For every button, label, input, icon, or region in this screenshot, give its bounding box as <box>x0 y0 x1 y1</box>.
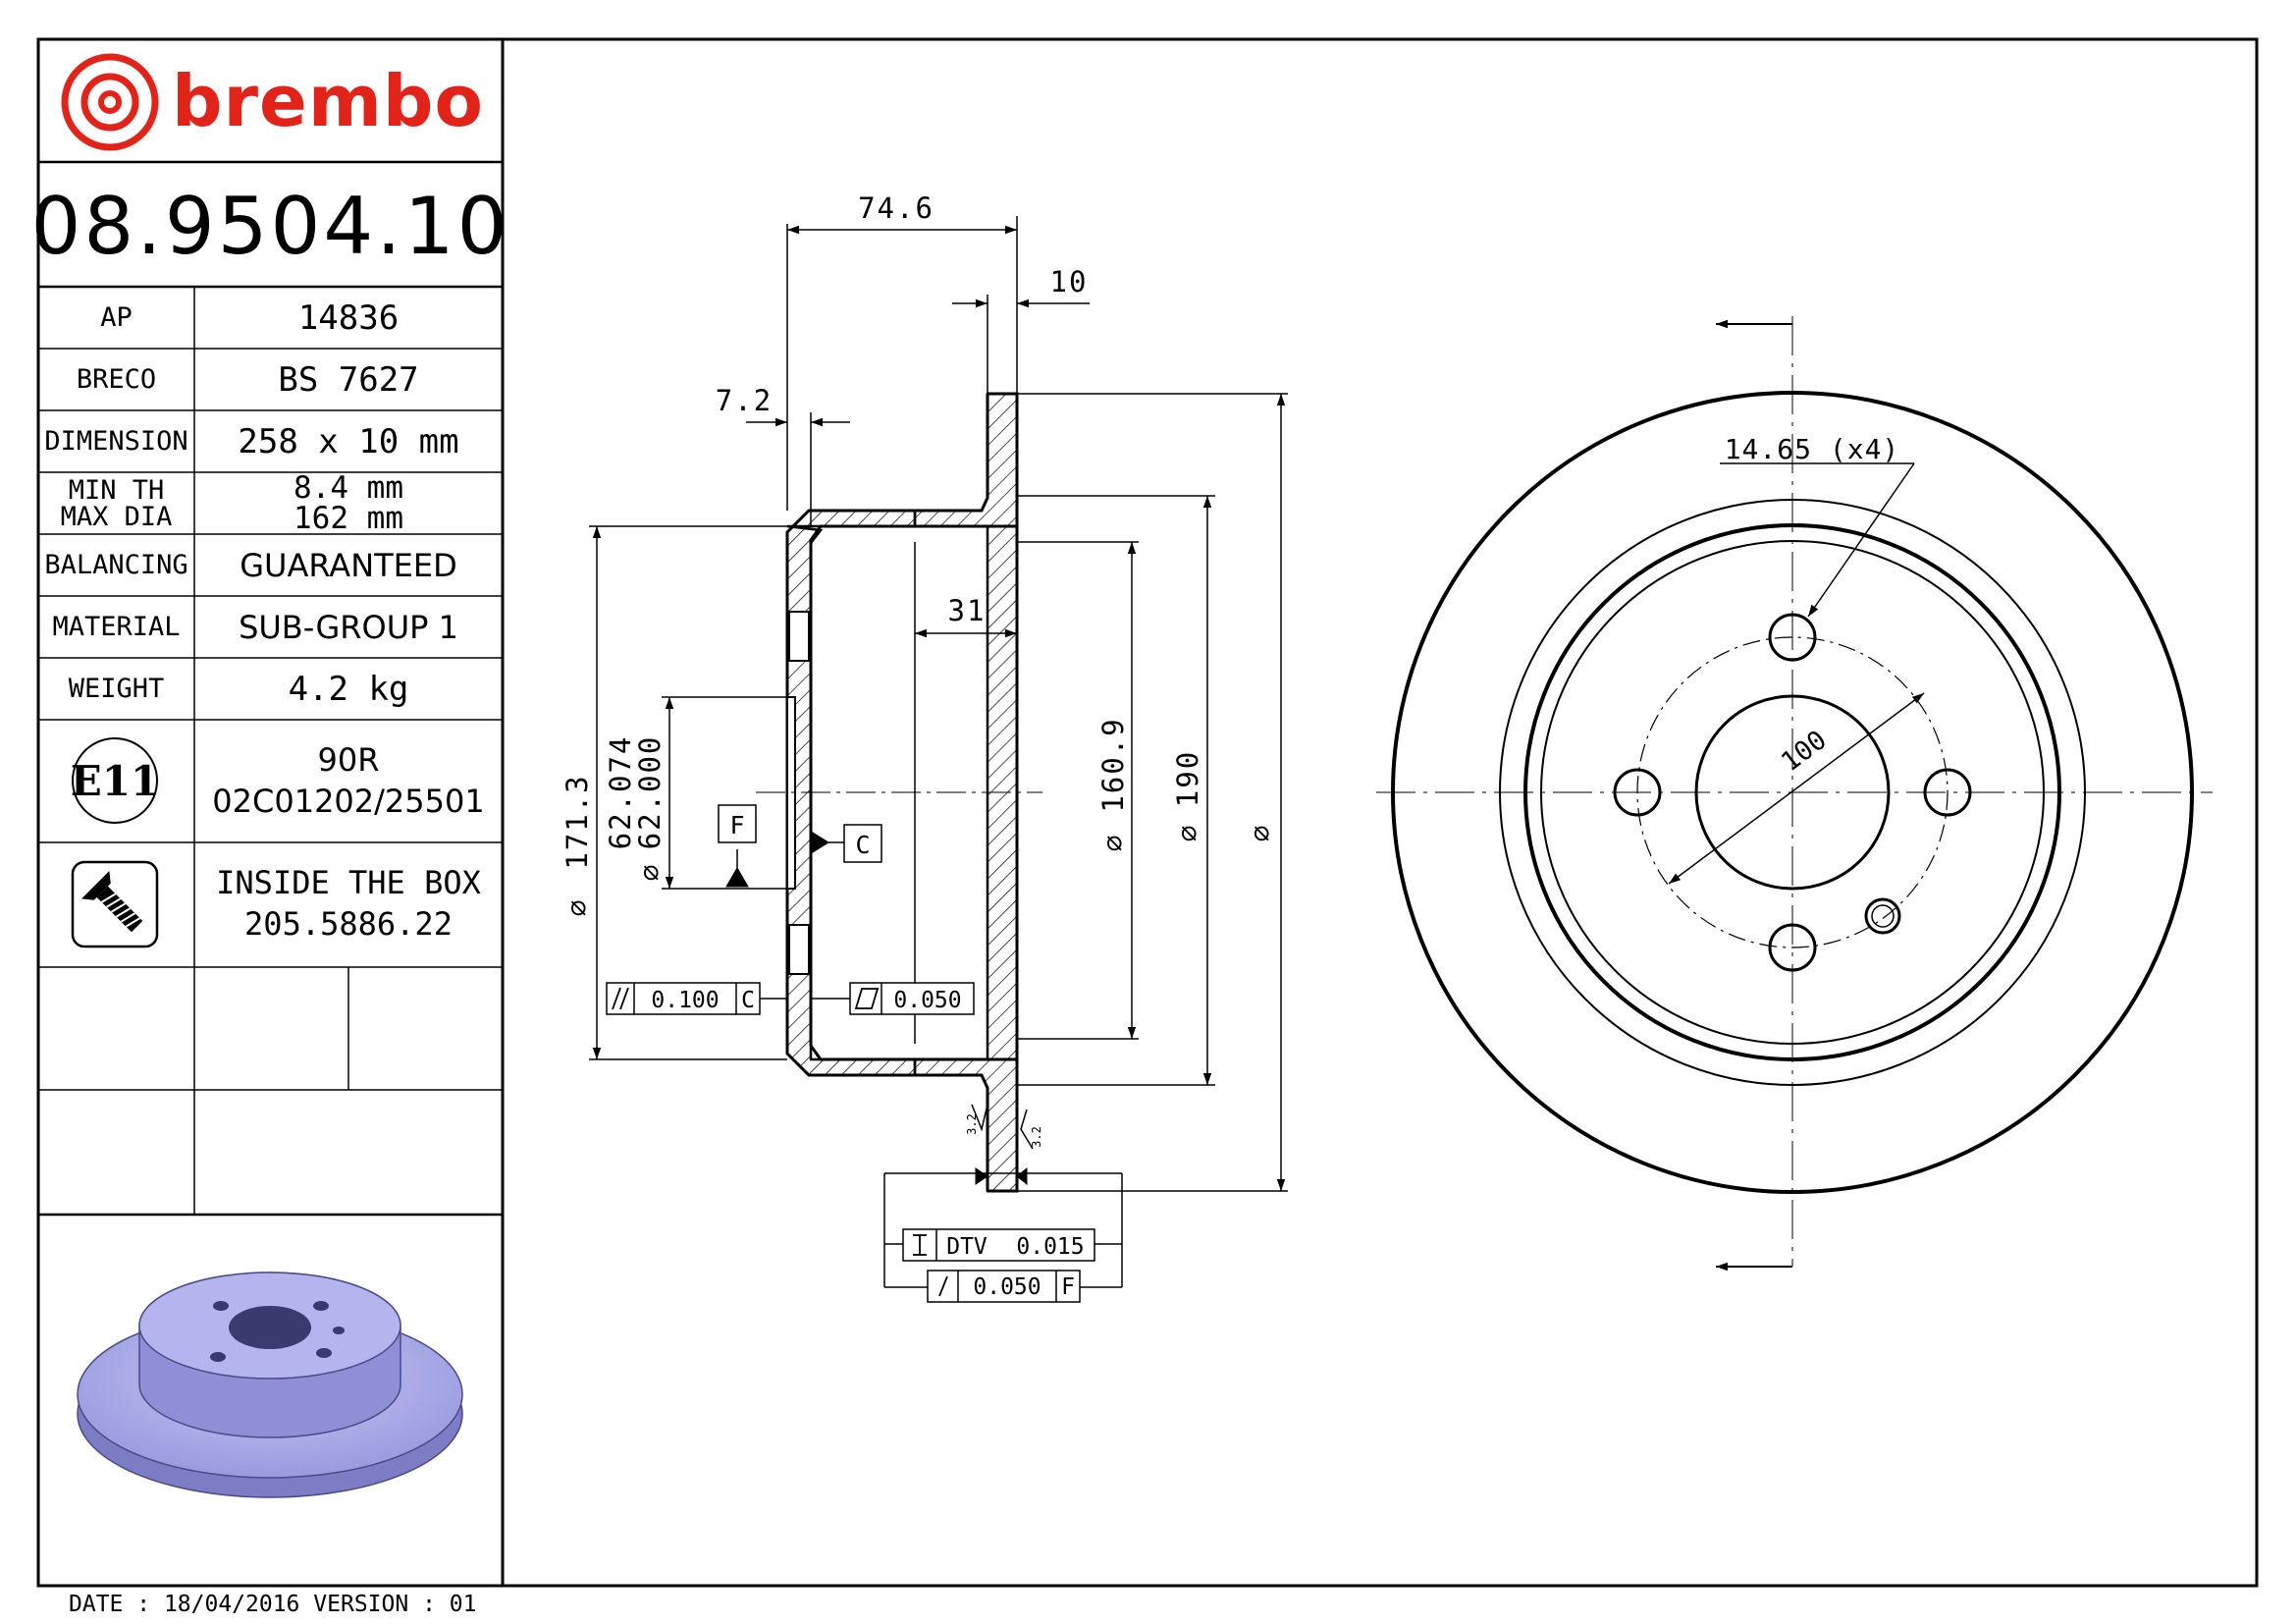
dim-center-bore-2: 62.000 <box>633 735 667 850</box>
dia-symbol-258: ⌀ <box>1245 826 1277 842</box>
datum-markers <box>725 832 1028 1186</box>
dtv-value: 0.015 <box>1016 1234 1084 1260</box>
tolerance-flatness: 0.050 <box>811 982 975 1015</box>
dia-symbol-62: ⌀ <box>634 865 667 882</box>
spec-label-min-th: MIN TH <box>68 474 165 506</box>
homologation-number: 02C01202/25501 <box>212 783 485 820</box>
tolerance-parallelism: 0.100 C <box>606 982 787 1015</box>
dim-dia-171: 171.3 <box>561 774 594 869</box>
spec-label-dimension: DIMENSION <box>44 426 188 457</box>
dim-disc-thickness: 10 <box>1050 265 1089 298</box>
tolerance-runout: 0.050 F <box>927 1270 1081 1303</box>
datum-f-box: F <box>718 804 757 843</box>
spec-label-weight: WEIGHT <box>68 674 165 704</box>
screw-icon <box>71 860 159 948</box>
spec-value-ap: 14836 <box>297 298 400 338</box>
tolerance-dtv: DTV 0.015 <box>902 1228 1095 1262</box>
drawing-labels: 74.6 10 7.2 31 ⌀ 171.3 62.074 ⌀ 62.000 ⌀… <box>561 191 1900 1148</box>
spec-value-breco: BS 7627 <box>278 359 419 400</box>
footer: DATE : 18/04/2016 VERSION : 01 <box>69 1592 477 1617</box>
roughness-right: 3.2 <box>1030 1126 1043 1148</box>
spec-label-max-dia: MAX DIA <box>60 501 173 532</box>
spec-value-max-dia: 162 mm <box>294 500 403 536</box>
dtv-label: DTV <box>946 1234 988 1260</box>
runout-value: 0.050 <box>973 1274 1041 1300</box>
spec-label-balancing: BALANCING <box>44 550 188 580</box>
spec-value-dimension: 258 x 10 mm <box>238 421 459 461</box>
screws-inside-box: INSIDE THE BOX <box>216 864 481 902</box>
homologation-code: 90R <box>317 741 380 780</box>
spec-value-weight: 4.2 kg <box>288 669 409 709</box>
locator-hole <box>1864 897 1901 935</box>
svg-text:F: F <box>729 811 744 839</box>
disc-section-view <box>756 392 1042 1193</box>
spec-value-material: SUB-GROUP 1 <box>239 608 458 646</box>
footer-date-label: DATE <box>69 1592 124 1617</box>
dia-symbol-190: ⌀ <box>1172 826 1204 842</box>
spec-value-min-th: 8.4 mm <box>294 469 403 506</box>
dim-hat-wall: 7.2 <box>716 384 773 417</box>
side-dimensions <box>589 216 1288 1288</box>
dim-inner-depth: 31 <box>948 594 987 627</box>
disc-front-view <box>1376 316 2213 1272</box>
disc-3d-thumbnail <box>77 1272 463 1498</box>
screws-part-number: 205.5886.22 <box>244 905 453 943</box>
brand-name: brembo <box>172 60 484 142</box>
footer-version-label: VERSION <box>313 1592 409 1617</box>
homologation-mark: E11 <box>70 756 160 805</box>
spec-label-ap: AP <box>100 302 133 333</box>
spec-value-min-max: 8.4 mm 162 mm <box>194 472 503 534</box>
brembo-logo-mark <box>61 53 159 151</box>
part-number: 08.9504.10 <box>30 180 510 272</box>
dia-symbol-171: ⌀ <box>561 900 594 917</box>
dim-bolt-hole: 14.65 (x4) <box>1725 433 1900 465</box>
dia-symbol-160: ⌀ <box>1097 836 1130 852</box>
footer-version: 01 <box>449 1592 477 1617</box>
roughness-left: 3.2 <box>965 1113 979 1135</box>
svg-text:C: C <box>855 831 870 859</box>
screws-info: INSIDE THE BOX 205.5886.22 <box>194 849 503 959</box>
dim-dia-190: 190 <box>1171 750 1204 807</box>
dim-pcd: 100 <box>1776 725 1833 778</box>
spec-label-material: MATERIAL <box>52 612 181 642</box>
dim-dia-160: 160.9 <box>1096 717 1130 812</box>
parallel-datum: C <box>741 988 755 1013</box>
parallel-value: 0.100 <box>651 988 719 1013</box>
spec-label-breco: BRECO <box>76 364 157 395</box>
dim-overall-height: 74.6 <box>858 191 934 225</box>
frame <box>36 37 2259 1588</box>
datum-c-box: C <box>843 824 882 863</box>
homologation-value: 90R 02C01202/25501 <box>194 727 503 837</box>
footer-date: 18/04/2016 <box>163 1592 300 1617</box>
spec-label-min-max: MIN TH MAX DIA <box>38 472 194 534</box>
spec-value-balancing: GUARANTEED <box>240 546 457 584</box>
dim-center-bore-1: 62.074 <box>604 735 637 850</box>
e11-circle <box>72 737 158 824</box>
flatness-value: 0.050 <box>893 988 961 1013</box>
runout-datum: F <box>1061 1274 1075 1300</box>
